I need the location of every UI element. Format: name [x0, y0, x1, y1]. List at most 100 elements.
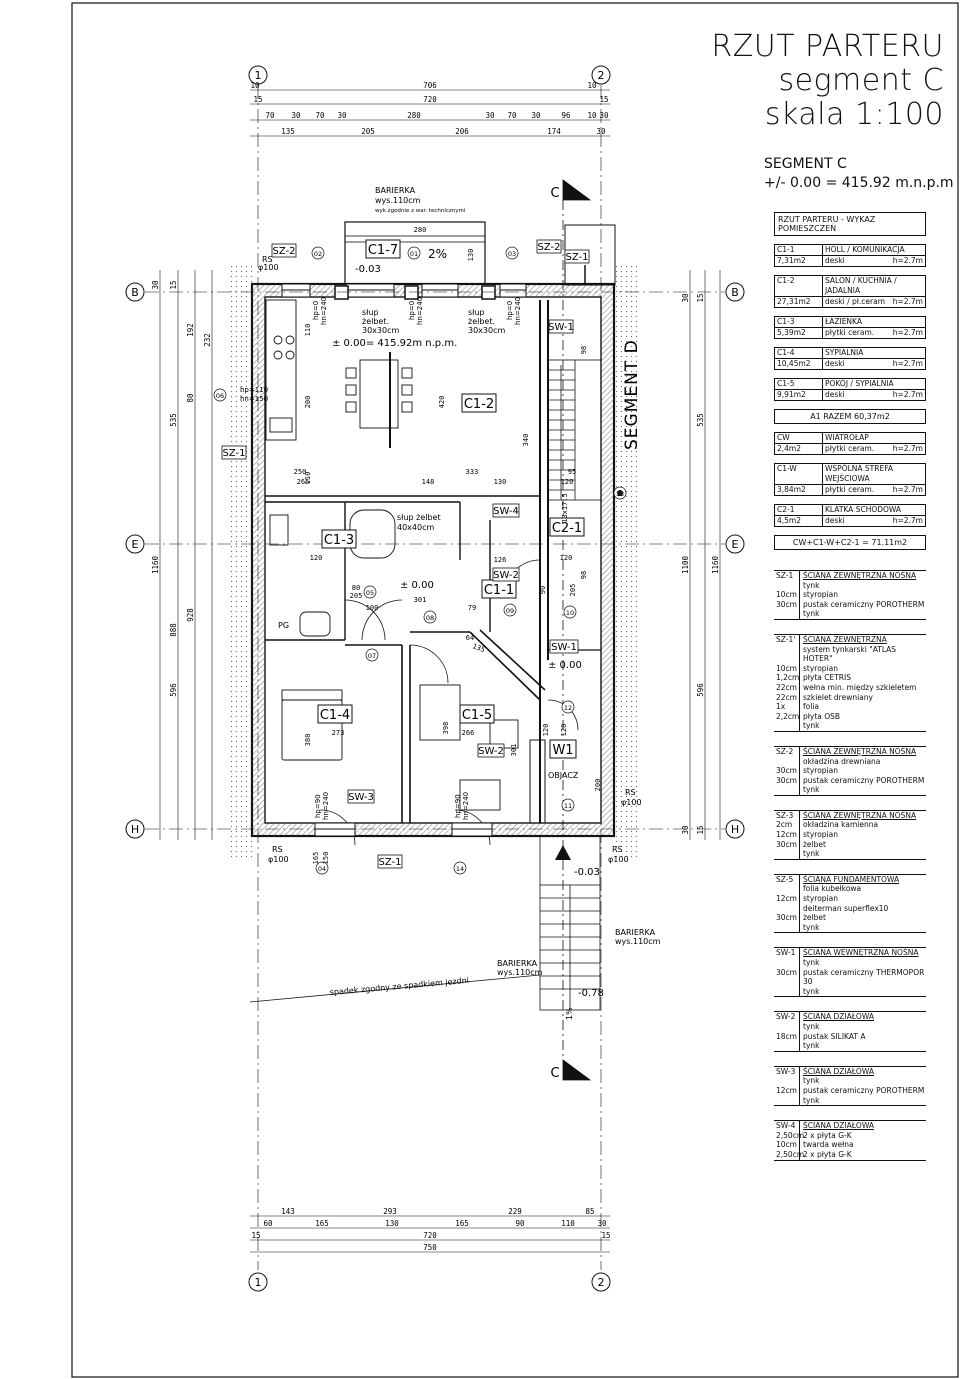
column1-l3: 30x30cm: [362, 326, 399, 335]
inner-dim-120c: 120: [560, 724, 568, 737]
inner-dim-250: 250: [294, 468, 307, 476]
phi100-bl: φ100: [268, 855, 289, 864]
room-area: 27,31m2: [775, 297, 823, 307]
dim-bot-r2-6: 30: [597, 1219, 607, 1228]
room-floor: deski h=2.7m: [825, 516, 923, 525]
room-tag-c11: C1-1: [484, 583, 514, 598]
wall-code: SW-2: [774, 1012, 800, 1022]
layer-thickness: 1x: [774, 702, 800, 712]
axis-b-right: B: [731, 286, 739, 299]
opening-05: 05: [366, 589, 374, 597]
inner-dim-380: 380: [304, 734, 312, 747]
column2-l3: 30x30cm: [468, 326, 505, 335]
segment-name: SEGMENT C: [764, 156, 847, 172]
dim-left-928: 928: [186, 608, 195, 622]
opening-06: 06: [216, 392, 224, 400]
inner-dim-120: 120: [310, 554, 323, 562]
room-name: ŁAZIENKA: [823, 317, 925, 328]
section-c-bottom: C: [550, 1066, 559, 1081]
layer-material: wełna min. między szkieletem: [803, 682, 917, 692]
layer-thickness: 12cm: [774, 894, 800, 904]
dim-bot-r2-4: 90: [515, 1219, 525, 1228]
level-entry: -0.03: [574, 867, 600, 878]
inner-dim-110b: 110: [304, 472, 312, 485]
wall-tag-sz1-bottom: SZ-1: [379, 857, 402, 868]
room-tag-c21: C2-1: [552, 521, 582, 536]
wall-layer: deiterman superflex10: [774, 903, 926, 914]
dim-left-596: 596: [169, 683, 178, 697]
layer-material: system tynkarski "ATLAS HOTER": [803, 644, 897, 664]
wall-tag-sz1-left: SZ-1: [223, 448, 246, 459]
wall-tag-sw4: SW-4: [493, 506, 519, 517]
wall-name: ŚCIANA WEWNĘTRZNA NOŚNA: [803, 948, 919, 958]
dim-bot-r1-2: 229: [508, 1207, 522, 1216]
dim-bot-r2-3: 165: [455, 1219, 469, 1228]
marker-dot: [617, 490, 623, 496]
dim-bot-r3-0: 15: [251, 1231, 260, 1240]
layer-material: styropian: [803, 894, 838, 904]
room-code: CW: [775, 433, 823, 444]
layer-material: tynk: [803, 580, 820, 590]
layer-thickness: 10cm: [774, 663, 800, 674]
layer-material: pustak ceramiczny POROTHERM: [803, 599, 925, 609]
level-windbreak: ± 0.00: [548, 660, 582, 671]
wall-tag-sw1-top: SW-1: [548, 322, 574, 333]
segment-level: +/- 0.00 = 415.92 m.n.p.m: [764, 175, 954, 191]
layer-material: twarda wełna: [803, 1140, 854, 1150]
section-c: [562, 179, 592, 1081]
wall-layer: okładzina drewniana: [774, 756, 926, 767]
inner-dim-150: 150: [322, 852, 330, 865]
column1-l1: słup: [362, 308, 379, 317]
room-name: POKÓJ / SYPIALNIA: [823, 379, 925, 390]
column2-l1: słup: [468, 308, 485, 317]
sheet-border: [71, 2, 959, 1378]
layer-material: tynk: [803, 1021, 820, 1031]
slope-entry: 1%: [565, 1007, 574, 1020]
wall-name: ŚCIANA DZIAŁOWA: [803, 1121, 874, 1131]
inner-dim-301b: 301: [510, 744, 518, 757]
rs-label-bl: RS: [272, 845, 283, 854]
hp-1: hp=0: [312, 301, 320, 320]
layer-material: deiterman superflex10: [803, 903, 889, 913]
axis-1-bottom: 1: [255, 1276, 262, 1289]
dim-bot-r2-0: 60: [263, 1219, 273, 1228]
room-area: 4,5m2: [775, 516, 823, 526]
dim-right-596: 596: [696, 683, 705, 697]
column2-l2: żelbet.: [468, 317, 495, 326]
layer-thickness: 12cm: [774, 830, 800, 840]
wall-layer: tynk: [774, 580, 926, 591]
inner-dim-126: 126: [494, 556, 507, 564]
title-block: RZUT PARTERU segment C skala 1:100: [704, 30, 944, 132]
right-dimension-lines: [689, 270, 721, 840]
layer-thickness: [774, 644, 800, 664]
room-code: C1-W: [775, 464, 823, 485]
wall-code: SW-3: [774, 1066, 800, 1077]
hn-1: hn=240: [320, 297, 328, 325]
room-tag-c13: C1-3: [324, 533, 354, 548]
wall-type-header: SZ-1'ŚCIANA ZEWNĘTRZNA: [774, 634, 926, 645]
dim-bot-r4-0: 750: [423, 1243, 437, 1252]
axis-e-left: E: [132, 538, 139, 551]
room-floor: płytki ceram. h=2.7m: [825, 444, 923, 453]
wall-tag-sw2-top: SW-2: [493, 570, 519, 581]
level-main: ± 0.00= 415.92m n.p.m.: [332, 338, 457, 349]
hp-6: hp=90: [454, 794, 462, 818]
room-tag-c12: C1-2: [464, 397, 494, 412]
layer-thickness: 30cm: [774, 599, 800, 610]
soil-hatch-left: [228, 262, 252, 857]
wall-code: SZ-5: [774, 874, 800, 885]
layer-thickness: [774, 986, 800, 997]
dim-bot-r1-0: 143: [281, 1207, 295, 1216]
layer-material: tynk: [803, 986, 820, 996]
wall-layer: tynk: [774, 986, 926, 997]
inner-dim-95: 95: [568, 468, 576, 476]
